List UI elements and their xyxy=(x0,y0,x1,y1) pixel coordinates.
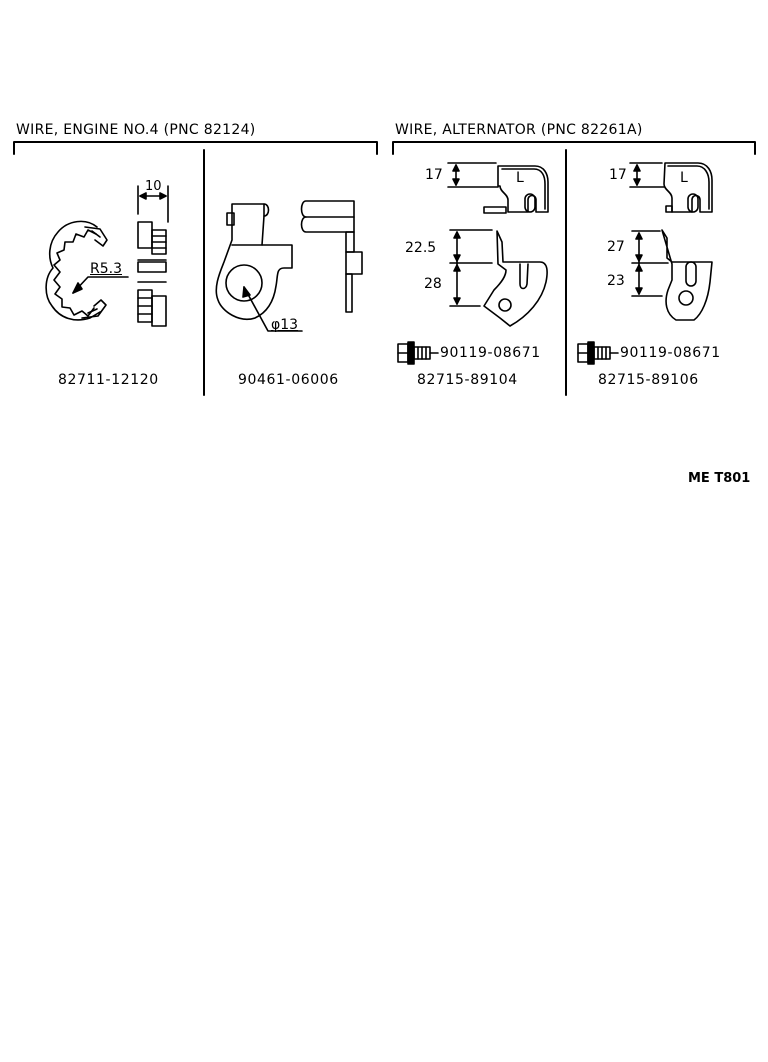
radius-dimension-label: R5.3 xyxy=(90,261,122,277)
section-title-alternator-wire: WIRE, ALTERNATOR (PNC 82261A) xyxy=(395,122,643,138)
section-bracket-engine xyxy=(14,142,377,395)
figure-code: ME T801 xyxy=(688,471,751,486)
dim-lower-top-89104: 22.5 xyxy=(405,240,437,256)
diameter-dimension-label: φ13 xyxy=(271,317,299,333)
bolt-icon-2 xyxy=(578,342,618,364)
bracket-label-89104: L xyxy=(516,170,524,186)
clip-90461-front-view xyxy=(216,204,302,331)
bolt-icon-1 xyxy=(398,342,438,364)
dim-lower-bottom-89106: 23 xyxy=(607,273,625,289)
clamp-82711-side-view xyxy=(138,186,168,326)
dim-lower-top-89106: 27 xyxy=(607,239,625,255)
clip-90461-side-view xyxy=(302,201,363,312)
dim-lower-bottom-89104: 28 xyxy=(424,276,442,292)
width-dimension-label: 10 xyxy=(145,179,162,194)
bolt-part-number-1: 90119-08671 xyxy=(440,345,541,361)
part-number-82715-89106: 82715-89106 xyxy=(598,372,699,388)
clamp-82711-front-view xyxy=(46,221,107,320)
bracket-89106-lower xyxy=(632,230,712,320)
bolt-part-number-2: 90119-08671 xyxy=(620,345,721,361)
bracket-label-89106: L xyxy=(680,170,688,186)
dim-upper-height-89106: 17 xyxy=(609,167,627,183)
bracket-89104-lower xyxy=(450,230,547,326)
radius-leader xyxy=(73,277,128,293)
part-number-82711-12120: 82711-12120 xyxy=(58,372,159,388)
part-number-82715-89104: 82715-89104 xyxy=(417,372,518,388)
section-title-engine-wire: WIRE, ENGINE NO.4 (PNC 82124) xyxy=(16,122,256,138)
bracket-89106-upper xyxy=(630,163,712,212)
section-bracket-alternator xyxy=(393,142,755,395)
bracket-89104-upper xyxy=(448,163,548,213)
dim-upper-height-89104: 17 xyxy=(425,167,443,183)
part-number-90461-06006: 90461-06006 xyxy=(238,372,339,388)
